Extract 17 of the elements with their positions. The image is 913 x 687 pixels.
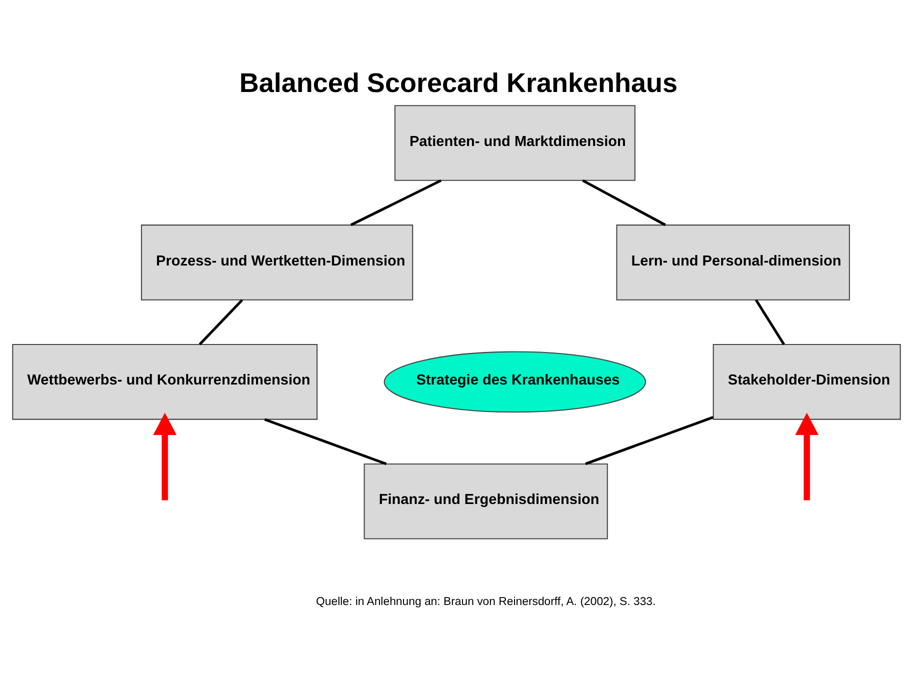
node-ellipse: Strategie des Krankenhauses [384,350,646,412]
arrow [795,412,819,500]
connector [585,416,714,465]
node-box: Prozess- und Wertketten-Dimension [140,224,414,300]
arrow [153,412,177,500]
connector [582,178,666,226]
connector [350,178,442,226]
connector [264,418,387,465]
node-box: Lern- und Personal-dimension [616,224,850,300]
caption: Quelle: in Anlehnung an: Braun von Reinersdorff, A. (2002), S. 333. [316,596,656,608]
node-box: Stakeholder-Dimension [712,344,901,420]
node-box: Patienten- und Marktdimension [394,104,636,180]
node-box: Finanz- und Ergebnisdimension [364,462,608,539]
node-box: Wettbewerbs- und Konkurrenzdimension [12,344,318,420]
connector [754,298,786,345]
connector [198,298,244,345]
diagram-title: Balanced Scorecard Krankenhaus [239,67,678,98]
